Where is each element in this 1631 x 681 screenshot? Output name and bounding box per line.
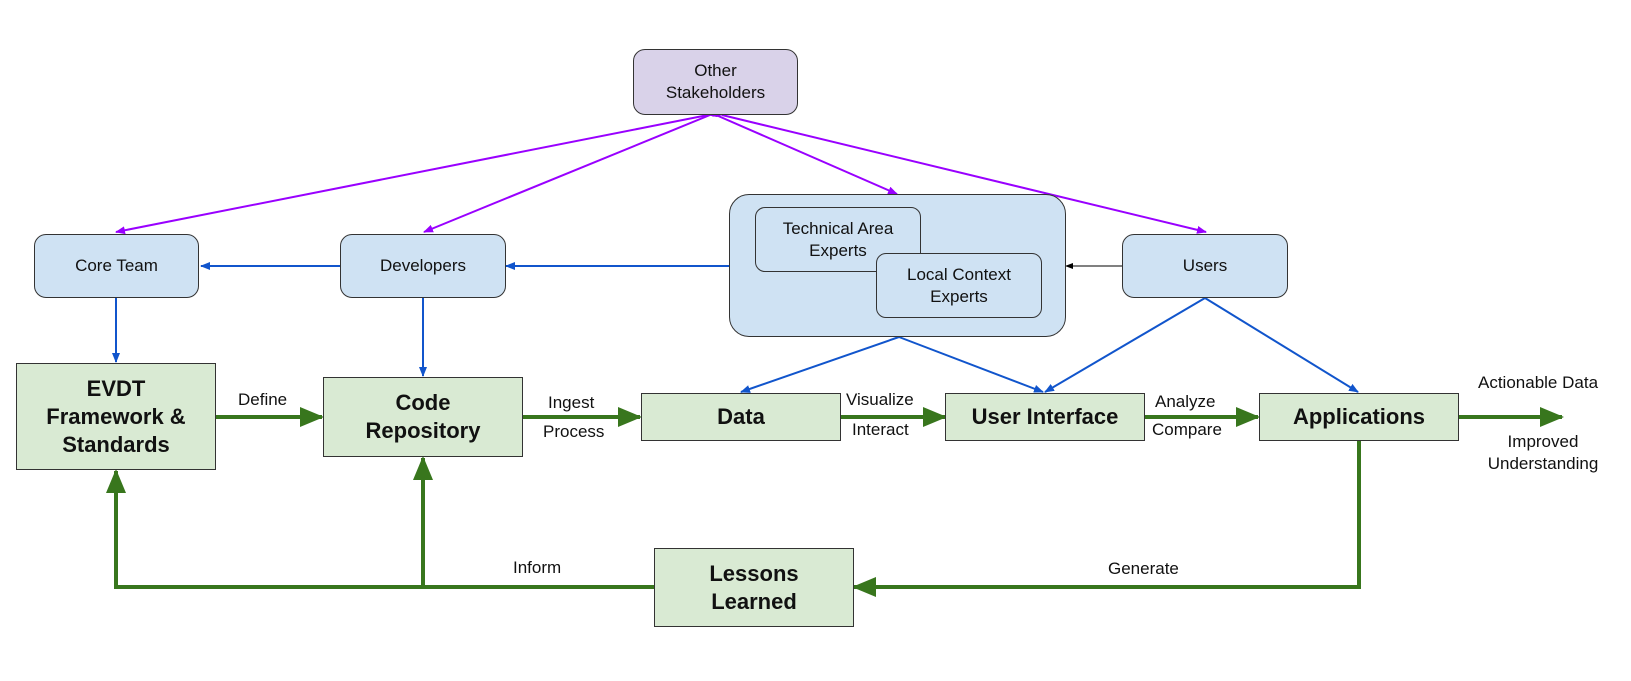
users-node: Users <box>1122 234 1288 298</box>
core-team-node: Core Team <box>34 234 199 298</box>
label-compare: Compare <box>1152 420 1222 439</box>
edge-lessons-evdt <box>106 469 654 589</box>
label-visualize: Visualize <box>846 390 914 409</box>
label-inform: Inform <box>513 558 562 577</box>
label-process: Process <box>543 422 605 441</box>
label-define: Define <box>238 390 288 409</box>
applications-node: Applications <box>1259 393 1459 441</box>
edge-stakeholders-experts <box>706 107 898 195</box>
data-node: Data <box>641 393 841 441</box>
lessons-learned-node: Lessons Learned <box>654 548 854 627</box>
other-stakeholders-node: Other Stakeholders <box>633 49 798 115</box>
label-generate: Generate <box>1108 559 1179 578</box>
code-repository-node: Code Repository <box>323 377 523 457</box>
edge-applications-lessons <box>852 441 1361 597</box>
label-analyze: Analyze <box>1155 392 1216 411</box>
edge-experts-ui <box>898 336 1044 393</box>
edge-users-ui <box>1044 297 1206 393</box>
edge-experts-data <box>740 336 900 393</box>
edge-stakeholders-users <box>712 108 1207 234</box>
label-actionable-data: Actionable Data <box>1478 373 1599 392</box>
edge-stakeholders-developers <box>423 107 720 233</box>
edge-stakeholders-core-team <box>115 109 718 235</box>
user-interface-node: User Interface <box>945 393 1145 441</box>
edge-users-applications <box>1204 297 1359 393</box>
label-interact: Interact <box>852 420 909 439</box>
developers-node: Developers <box>340 234 506 298</box>
local-context-experts-node: Local Context Experts <box>876 253 1042 318</box>
evdt-framework-node: EVDT Framework & Standards <box>16 363 216 470</box>
label-improved-understanding: Improved Understanding <box>1487 432 1599 473</box>
label-ingest: Ingest <box>548 393 595 412</box>
